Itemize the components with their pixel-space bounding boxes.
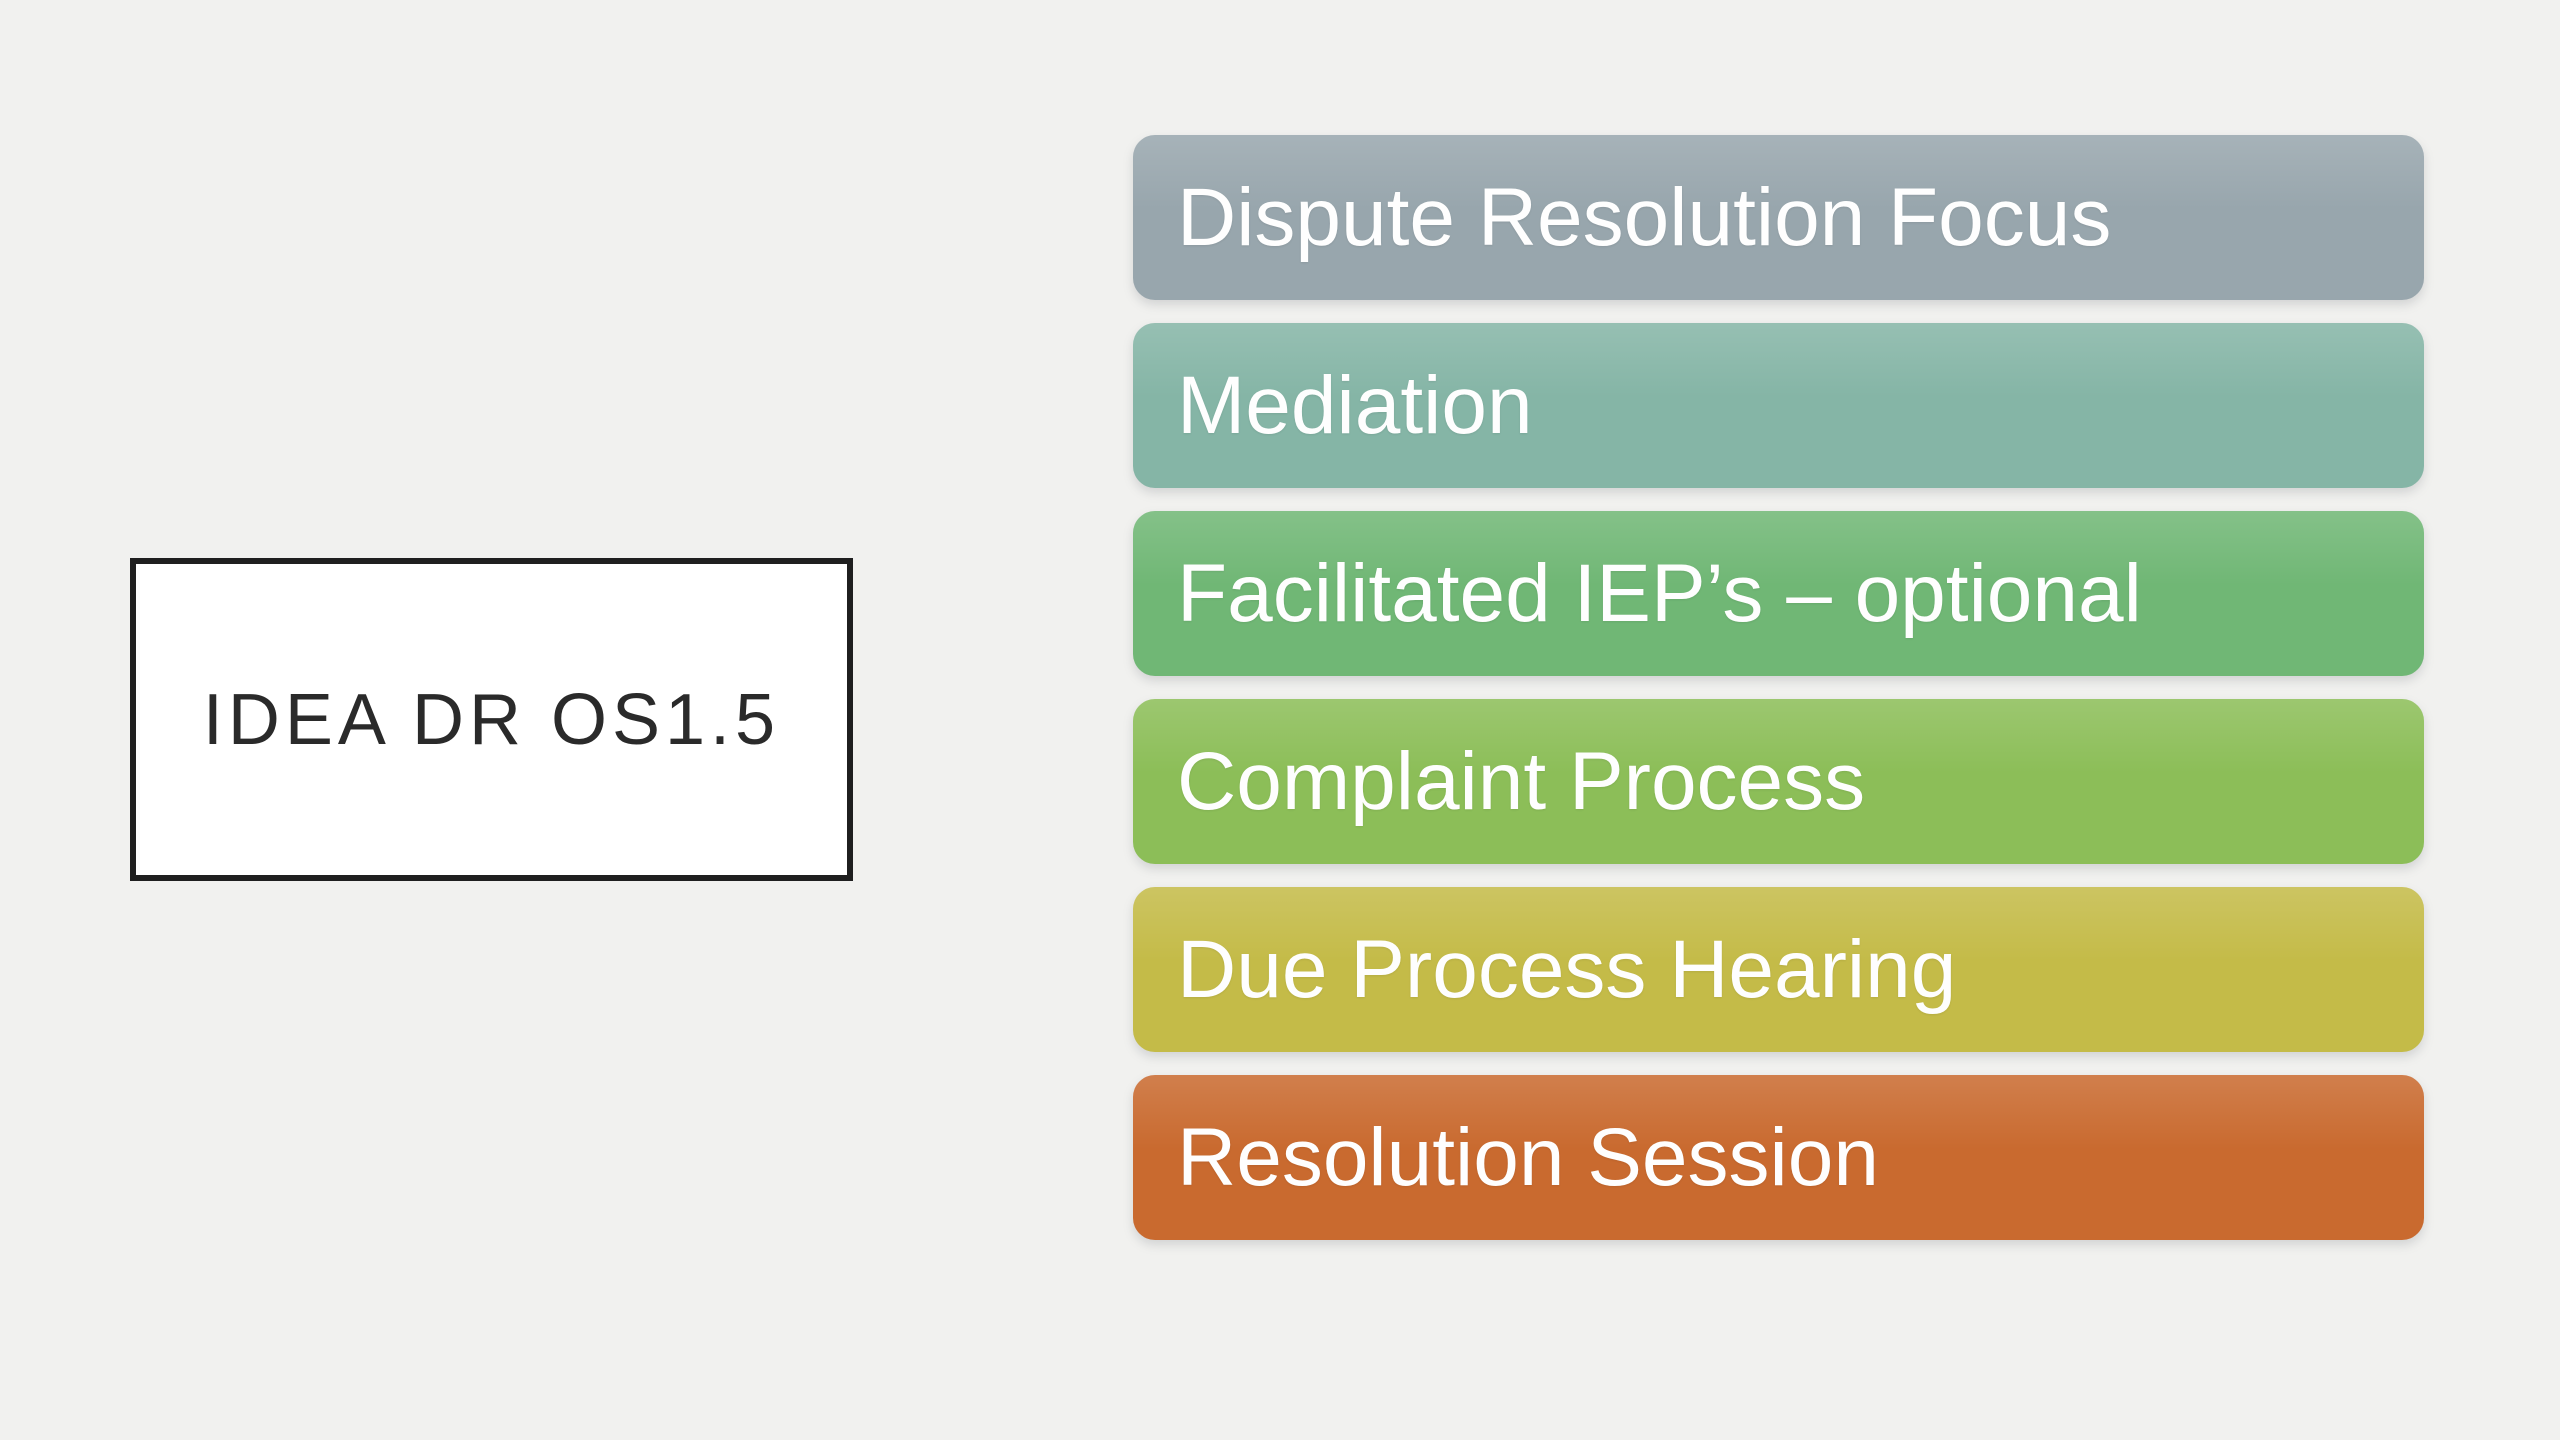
bar-label: Dispute Resolution Focus xyxy=(1177,171,2112,263)
dispute-resolution-bar-list: Dispute Resolution Focus Mediation Facil… xyxy=(1133,135,2424,1240)
bar-label: Complaint Process xyxy=(1177,735,1866,827)
bar-mediation: Mediation xyxy=(1133,323,2424,488)
bar-dispute-resolution-focus: Dispute Resolution Focus xyxy=(1133,135,2424,300)
bar-facilitated-iep-s-optional: Facilitated IEP’s – optional xyxy=(1133,511,2424,676)
bar-complaint-process: Complaint Process xyxy=(1133,699,2424,864)
idea-dr-os-label: IDEA DR OS1.5 xyxy=(202,679,781,760)
bar-label: Due Process Hearing xyxy=(1177,923,1957,1015)
bar-resolution-session: Resolution Session xyxy=(1133,1075,2424,1240)
bar-label: Resolution Session xyxy=(1177,1111,1879,1203)
bar-due-process-hearing: Due Process Hearing xyxy=(1133,887,2424,1052)
bar-label: Mediation xyxy=(1177,359,1533,451)
bar-label: Facilitated IEP’s – optional xyxy=(1177,547,2142,639)
idea-dr-os-box: IDEA DR OS1.5 xyxy=(130,558,853,881)
